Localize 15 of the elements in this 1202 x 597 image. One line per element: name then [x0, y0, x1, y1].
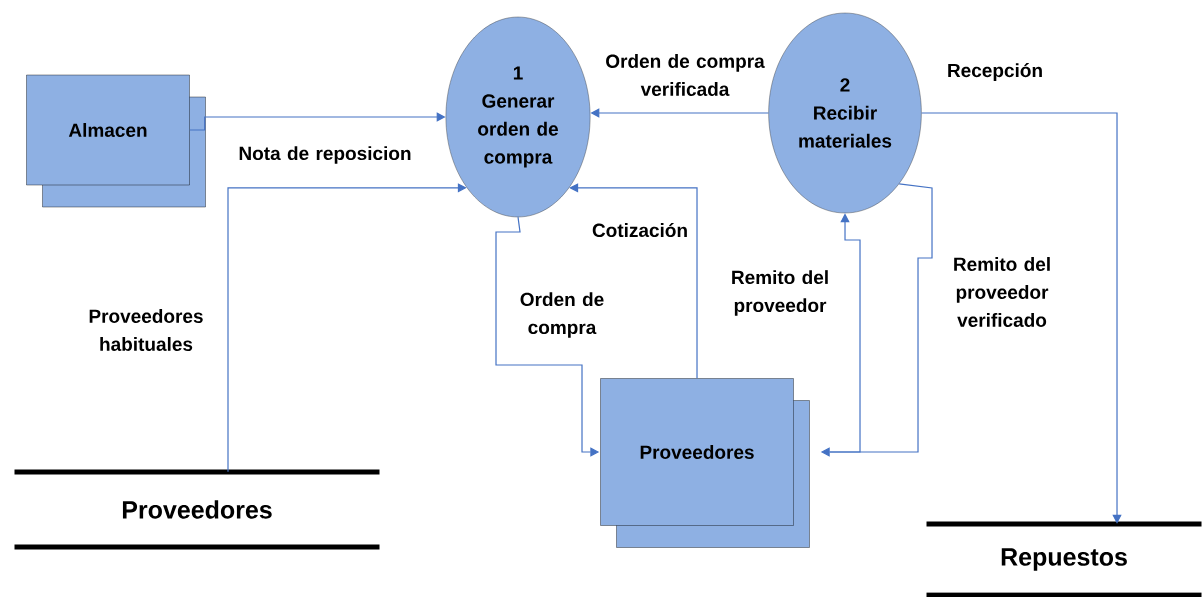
edge-label: Remito del proveedor verificado	[954, 257, 1050, 327]
arrow	[569, 183, 698, 379]
edge-label: Remito del proveedor	[732, 270, 828, 316]
edge-label: Nota de reposicion	[239, 146, 411, 164]
edge-label: Orden de compra verificada	[606, 54, 765, 96]
edge-label: Recepción	[948, 63, 1042, 81]
data-store: Proveedores	[14, 469, 380, 550]
edge-label: Cotización	[592, 222, 687, 238]
arrow	[921, 112, 1122, 524]
edge-label: Orden de compra	[520, 292, 604, 338]
data-store: Repuestos	[926, 521, 1202, 597]
edge-label: Proveedores habituales	[89, 309, 203, 351]
arrow	[227, 183, 467, 473]
double-box: Almacen	[26, 74, 206, 208]
double-box: Proveedores	[600, 378, 810, 548]
